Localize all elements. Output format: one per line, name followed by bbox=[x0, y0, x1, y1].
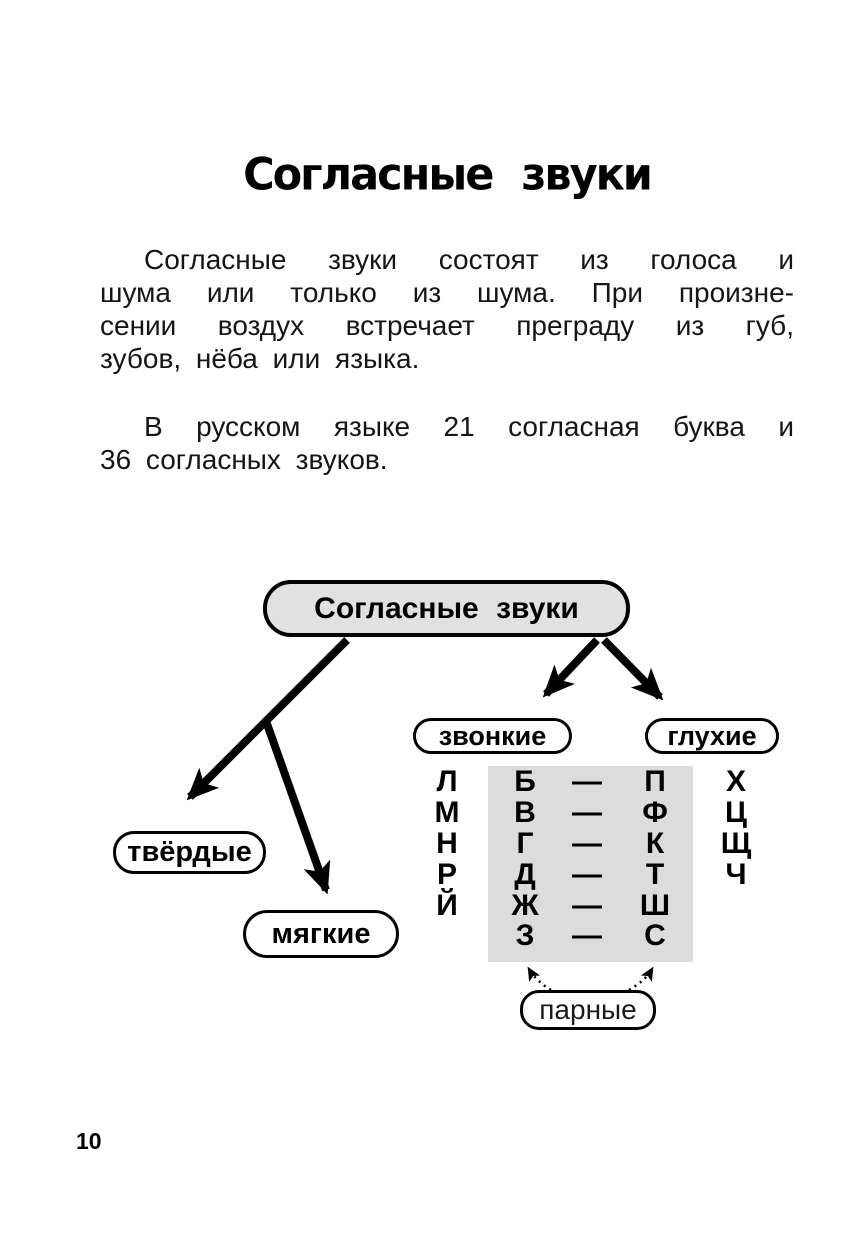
dotted-arrow-paired-right bbox=[628, 966, 654, 992]
voiced-letter: Л bbox=[436, 765, 458, 798]
pair-dash: — bbox=[572, 919, 602, 952]
paragraph-line: сении воздух встречает преграду из губ, bbox=[100, 310, 794, 341]
node-consonant-sounds: Согласные звуки bbox=[263, 580, 630, 637]
arrow-root-to-hard bbox=[186, 637, 350, 801]
pair-right-letter: Ш bbox=[639, 889, 671, 922]
voiceless-letter: Ч bbox=[725, 858, 747, 891]
voiceless-letter: Х bbox=[725, 765, 747, 798]
paired-consonants-panel bbox=[488, 766, 693, 962]
paragraph-line: 36 согласных звуков. bbox=[100, 444, 388, 475]
node-voiceless: глухие bbox=[645, 718, 779, 754]
pair-right-letter: К bbox=[645, 827, 665, 860]
pair-left-letter: З bbox=[515, 919, 535, 952]
voiceless-letter: Щ bbox=[720, 827, 752, 860]
paragraph-line: Согласные звуки состоят из голоса и bbox=[144, 244, 794, 275]
paragraph-consonants-description: Согласные звуки состоят из голоса и шума… bbox=[100, 243, 794, 375]
paragraph-line: В русском языке 21 согласная буква и bbox=[144, 411, 794, 442]
dotted-arrow-paired-left bbox=[527, 966, 552, 992]
pair-dash: — bbox=[572, 827, 602, 860]
pair-dash: — bbox=[572, 889, 602, 922]
node-soft: мягкие bbox=[243, 910, 399, 958]
paragraph-line: шума или только из шума. При произне- bbox=[100, 277, 794, 308]
pair-dash: — bbox=[572, 796, 602, 829]
pair-right-letter: С bbox=[644, 919, 666, 952]
voiced-letter: М bbox=[434, 796, 460, 829]
arrow-root-to-voiced bbox=[542, 637, 600, 698]
arrow-root-to-voiceless bbox=[601, 637, 664, 701]
pair-left-letter: Г bbox=[516, 827, 534, 860]
pair-left-letter: В bbox=[514, 796, 536, 829]
node-voiced: звонкие bbox=[413, 718, 572, 754]
voiced-letter: Н bbox=[436, 827, 458, 860]
voiced-letter: Й bbox=[436, 889, 458, 922]
node-paired: парные bbox=[520, 990, 656, 1030]
pair-left-letter: Д bbox=[514, 858, 536, 891]
pair-left-letter: Ж bbox=[511, 889, 539, 922]
pair-left-letter: Б bbox=[514, 765, 536, 798]
paragraph-letter-count: В русском языке 21 согласная буква и 36 … bbox=[100, 410, 794, 476]
page-title: Согласные звуки bbox=[243, 149, 653, 201]
pair-dash: — bbox=[572, 765, 602, 798]
voiced-letter: Р bbox=[436, 858, 458, 891]
pair-dash: — bbox=[572, 858, 602, 891]
pair-right-letter: Ф bbox=[642, 796, 668, 829]
pair-right-letter: П bbox=[644, 765, 666, 798]
page-number: 10 bbox=[76, 1128, 102, 1154]
arrow-branch-to-soft bbox=[262, 719, 331, 895]
voiceless-letter: Ц bbox=[725, 796, 747, 829]
paragraph-line: зубов, нёба или языка. bbox=[100, 343, 420, 374]
pair-right-letter: Т bbox=[645, 858, 665, 891]
node-hard: твёрдые bbox=[113, 831, 266, 874]
